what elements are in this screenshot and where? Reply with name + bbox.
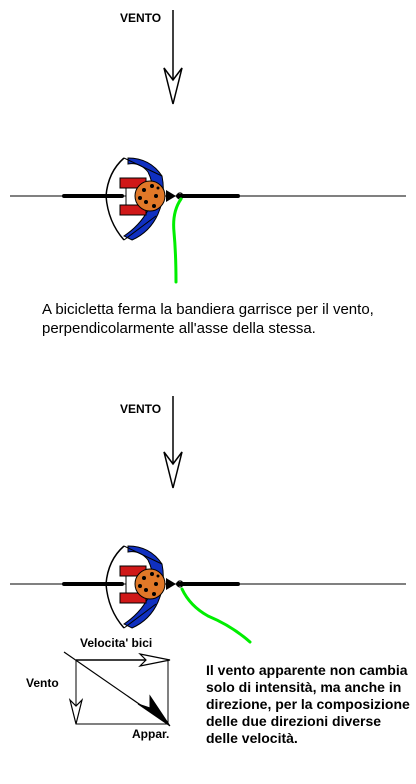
wind-vector-label: Vento bbox=[26, 676, 59, 690]
bottom-wind-arrow bbox=[163, 396, 183, 489]
vector-diagram bbox=[63, 651, 171, 727]
top-flag bbox=[172, 197, 183, 284]
top-wind-label: VENTO bbox=[120, 11, 162, 25]
apparent-wind-label: Appar. bbox=[132, 727, 170, 741]
bottom-flag bbox=[180, 587, 252, 644]
bottom-wind-label: VENTO bbox=[120, 402, 162, 416]
apparent-wind-arrowhead bbox=[137, 694, 171, 727]
bike-speed-label: Velocita' bici bbox=[80, 636, 153, 650]
bottom-caption: Il vento apparente non cambia solo di in… bbox=[206, 662, 410, 746]
top-cyclist bbox=[105, 157, 184, 241]
top-wind-arrow bbox=[163, 10, 183, 105]
bottom-cyclist bbox=[105, 545, 184, 629]
wind-vector-arrowhead bbox=[68, 698, 84, 725]
top-caption: A bicicletta ferma la bandiera garrisce … bbox=[42, 301, 374, 337]
bike-speed-arrowhead bbox=[138, 653, 171, 667]
